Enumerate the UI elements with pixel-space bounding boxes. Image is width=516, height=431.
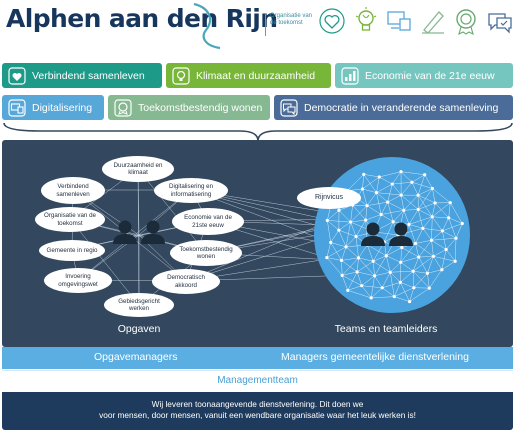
logo-divider (265, 14, 266, 36)
section-label-teams: Teams en teamleiders (334, 323, 438, 335)
node-democratisch-akkoord[interactable]: Democratisch akkoord (152, 269, 220, 294)
chat-check-icon[interactable] (486, 6, 514, 36)
node-duurzaamheid-en-klimaat[interactable]: Duurzaamheid en klimaat (102, 156, 174, 182)
section-label-opgaven: Opgaven (117, 323, 161, 335)
sphere-network-lines (326, 171, 463, 302)
chat-check-icon (280, 98, 298, 117)
theme-icon-row (318, 6, 514, 40)
mission-line-2: voor mensen, door mensen, vanuit een wen… (99, 410, 416, 420)
node-gemeente-in-regio[interactable]: Gemeente in regio (39, 240, 105, 261)
chart-icon (341, 66, 359, 85)
node-verbindend-samenleven[interactable]: Verbindend samenleven (41, 177, 105, 204)
organisation-diagram: Duurzaamheid en klimaat Verbindend samen… (2, 140, 513, 347)
managers-bar: Opgavemanagers Managers gemeentelijke di… (2, 347, 513, 369)
node-organisatie-van-de-toekomst[interactable]: Organisatie van de toekomst (35, 207, 105, 232)
logo-subtitle: Organisatie van de toekomst (270, 13, 313, 26)
pen-house-icon[interactable] (419, 6, 447, 36)
bar-label-managers-dienstverlening: Managers gemeentelijke dienstverlening (281, 351, 469, 363)
lightbulb-icon[interactable] (352, 6, 380, 36)
theme-pill-label: Klimaat en duurzaamheid (196, 69, 316, 82)
theme-pill-label: Digitalisering (32, 101, 93, 114)
theme-pill-verbindend-samenleven[interactable]: Verbindend samenleven (2, 63, 162, 88)
mission-line-1: Wij leveren toonaangevende dienstverleni… (151, 399, 364, 409)
medal-icon[interactable] (452, 6, 480, 36)
person-icon-group-right (361, 222, 413, 246)
theme-pill-label: Toekomstbestendig wonen (138, 101, 263, 114)
devices-icon (8, 98, 26, 117)
sphere-network-dots (325, 170, 464, 304)
node-rijnvicus[interactable]: Rijnvicus (297, 187, 361, 209)
node-economie-21ste-eeuw[interactable]: Economie van de 21ste eeuw (172, 208, 244, 235)
node-digitalisering-en-informatisering[interactable]: Digitalisering en informatisering (154, 178, 228, 203)
theme-pill-economie-21e-eeuw[interactable]: Economie van de 21e eeuw (335, 63, 513, 88)
devices-icon[interactable] (385, 6, 413, 36)
bar-label-opgavemanagers: Opgavemanagers (94, 351, 178, 363)
theme-pill-label: Verbindend samenleven (32, 69, 145, 82)
medal-icon (114, 98, 132, 117)
logo-text: Alphen aan den Rijn (6, 4, 278, 33)
theme-pill-klimaat-en-duurzaamheid[interactable]: Klimaat en duurzaamheid (166, 63, 331, 88)
node-gebiedsgericht-werken[interactable]: Gebiedsgericht werken (104, 293, 174, 317)
bar-label-managementteam: Managementteam (217, 375, 298, 386)
teams-sphere (314, 157, 470, 313)
theme-pill-toekomstbestendig-wonen[interactable]: Toekomstbestendig wonen (108, 95, 270, 120)
theme-pill-label: Democratie in veranderende samenleving (304, 101, 499, 114)
mission-statement: Wij leveren toonaangevende dienstverleni… (2, 392, 513, 430)
logo[interactable]: Alphen aan den Rijn Organisatie van de t… (6, 2, 312, 50)
handshake-heart-icon[interactable] (318, 6, 346, 36)
lightbulb-icon (172, 66, 190, 85)
person-icon-group-left (113, 220, 165, 244)
node-toekomstbestendig-wonen[interactable]: Toekomstbestendig wonen (170, 240, 242, 266)
theme-pill-digitalisering[interactable]: Digitalisering (2, 95, 104, 120)
handshake-heart-icon (8, 66, 26, 85)
header: Alphen aan den Rijn Organisatie van de t… (0, 0, 516, 56)
logo-swoosh-icon (193, 2, 221, 50)
management-team-bar: Managementteam (2, 370, 513, 390)
theme-pill-label: Economie van de 21e eeuw (365, 69, 495, 82)
node-invoering-omgevingswet[interactable]: Invoering omgevingswet (44, 268, 112, 293)
theme-pill-democratie[interactable]: Democratie in veranderende samenleving (274, 95, 513, 120)
